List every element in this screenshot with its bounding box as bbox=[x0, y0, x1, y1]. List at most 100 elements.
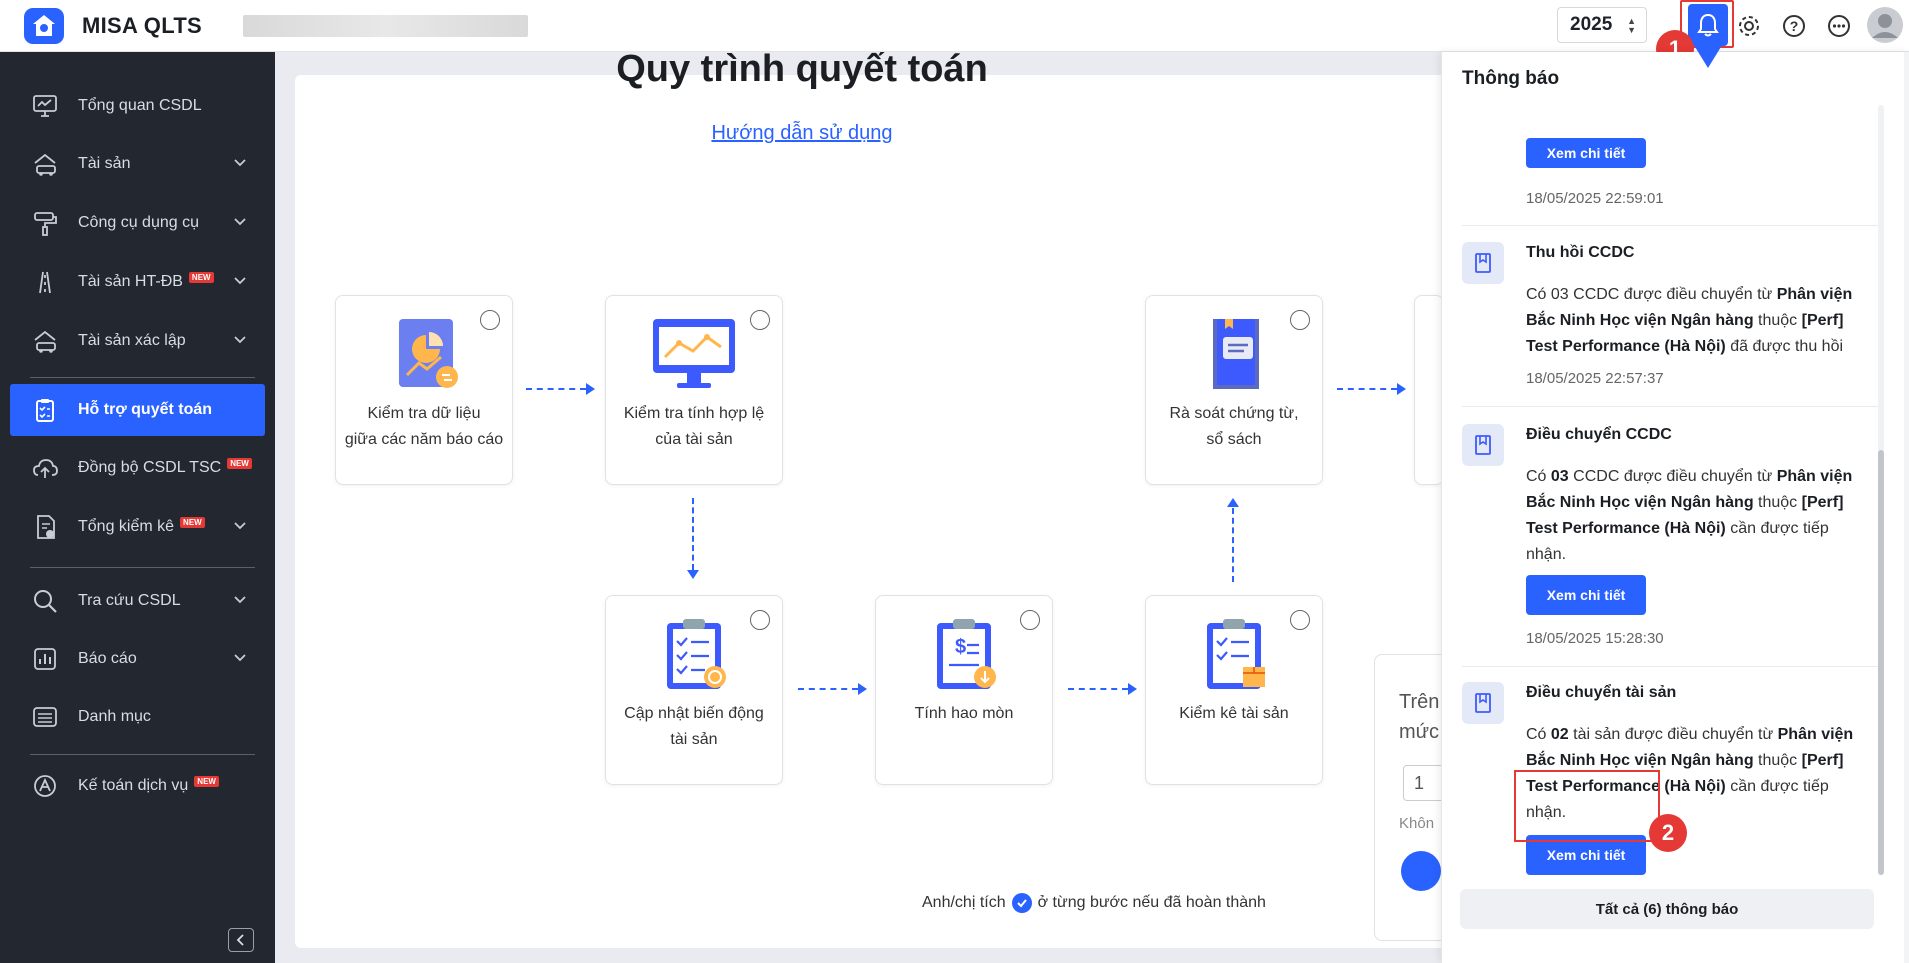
step-illustration-icon bbox=[1207, 619, 1265, 689]
sidebar-item-label: Hỗ trợ quyết toán bbox=[78, 401, 213, 418]
sidebar-item[interactable]: Báo cáo bbox=[10, 633, 265, 685]
new-badge: NEW bbox=[188, 271, 214, 283]
step-marker-2: 2 bbox=[1649, 814, 1687, 852]
step-complete-radio[interactable] bbox=[750, 610, 770, 630]
notification-body-part: 02 bbox=[1550, 726, 1569, 743]
sidebar-item[interactable]: Tài sản HT-ĐB NEW bbox=[10, 256, 265, 308]
notification-heading: Điều chuyển CCDC bbox=[1526, 426, 1672, 443]
step-label-line1: Cập nhật biến động bbox=[624, 705, 764, 722]
notification-time: 18/05/2025 15:28:30 bbox=[1526, 630, 1664, 647]
chevron-down-icon[interactable] bbox=[233, 333, 247, 352]
chevron-down-icon[interactable] bbox=[233, 519, 247, 538]
more-button[interactable] bbox=[1822, 9, 1856, 43]
notification-caret bbox=[1692, 42, 1724, 68]
new-badge: NEW bbox=[227, 457, 252, 469]
year-select[interactable]: 2025 ▲▼ bbox=[1557, 7, 1647, 43]
step-label-line1: Kiểm tra tính hợp lệ bbox=[623, 405, 765, 422]
sidebar-item-label: Tổng quan CSDL bbox=[78, 97, 202, 114]
sidebar-item[interactable]: Công cụ dụng cụ bbox=[10, 197, 265, 249]
sidebar-item[interactable]: Tổng quan CSDL bbox=[10, 80, 265, 132]
step-complete-radio[interactable] bbox=[1020, 610, 1040, 630]
help-icon: ? bbox=[1783, 15, 1805, 37]
step-label-line2: của tài sản bbox=[655, 431, 733, 448]
sidebar-item-label: Báo cáo bbox=[78, 650, 137, 667]
user-guide-link[interactable]: Hướng dẫn sử dụng bbox=[711, 122, 893, 144]
notification-body-part: Phân viện Bắc Ninh Học viện Ngân hàng bbox=[1526, 286, 1853, 329]
flow-arrow bbox=[1232, 508, 1234, 582]
highlight-box-detail bbox=[1514, 770, 1660, 842]
sidebar-item-label: Công cụ dụng cụ bbox=[78, 214, 199, 231]
bookmark-icon bbox=[1462, 424, 1504, 466]
process-step-card[interactable]: Cập nhật biến động tài sản bbox=[605, 595, 783, 785]
arrow-head-icon bbox=[1227, 498, 1239, 507]
process-step-card-partial[interactable] bbox=[1414, 295, 1444, 485]
scroll-thumb[interactable] bbox=[1878, 450, 1884, 875]
process-step-card[interactable]: Kiểm tra tính hợp lệ của tài sản bbox=[605, 295, 783, 485]
step-label: Rà soát chứng từ,sổ sách bbox=[1152, 401, 1316, 453]
hint-before: Anh/chị tích bbox=[922, 894, 1006, 911]
sidebar-divider bbox=[30, 377, 255, 378]
side-card: Trên mức 1 Khôn bbox=[1374, 654, 1454, 941]
chevron-down-icon[interactable] bbox=[233, 215, 247, 234]
view-detail-button[interactable]: Xem chi tiết bbox=[1526, 575, 1646, 615]
arrow-head-icon bbox=[586, 383, 595, 395]
arrow-head-icon bbox=[1128, 683, 1137, 695]
year-spinner-icon[interactable]: ▲▼ bbox=[1627, 16, 1636, 35]
step-complete-radio[interactable] bbox=[1290, 310, 1310, 330]
notification-list[interactable]: Xem chi tiết 18/05/2025 22:59:01 Thu hồi… bbox=[1442, 100, 1882, 925]
bell-icon bbox=[1697, 13, 1719, 37]
help-button[interactable]: ? bbox=[1777, 9, 1811, 43]
step-label: Kiểm kê tài sản bbox=[1152, 701, 1316, 727]
chevron-down-icon[interactable] bbox=[233, 593, 247, 612]
app-logo[interactable] bbox=[24, 8, 64, 44]
top-bar: MISA QLTS 2025 ▲▼ ? bbox=[0, 0, 1909, 52]
step-label-line2: tài sản bbox=[670, 731, 718, 748]
sidebar-item[interactable]: Tài sản bbox=[10, 138, 265, 190]
all-notifications-button[interactable]: Tất cả (6) thông báo bbox=[1460, 889, 1874, 929]
cloud-sync-icon bbox=[30, 453, 60, 483]
step-label-line1: Rà soát chứng từ, bbox=[1169, 405, 1299, 422]
step-complete-radio[interactable] bbox=[750, 310, 770, 330]
step-complete-radio[interactable] bbox=[1290, 610, 1310, 630]
process-step-card[interactable]: $ Tính hao mòn bbox=[875, 595, 1053, 785]
sidebar-item-label: Tài sản HT-ĐB bbox=[78, 273, 183, 290]
chevron-down-icon[interactable] bbox=[233, 651, 247, 670]
notification-body-part: tài sản được điều chuyển từ bbox=[1568, 726, 1778, 743]
flow-arrow bbox=[692, 498, 694, 570]
side-card-line1: Trên bbox=[1399, 691, 1440, 713]
notification-bell-button[interactable] bbox=[1688, 4, 1728, 46]
svg-text:?: ? bbox=[1790, 18, 1799, 34]
settings-button[interactable] bbox=[1732, 9, 1766, 43]
gear-icon bbox=[1739, 16, 1759, 36]
notification-body-part: [Perf] Test Performance (Hà Nội) bbox=[1526, 494, 1844, 537]
notification-body-part: đã được thu hồi bbox=[1725, 338, 1844, 355]
sidebar-item[interactable]: Tài sản xác lập bbox=[10, 315, 265, 367]
notification-time: 18/05/2025 22:57:37 bbox=[1526, 370, 1664, 387]
sidebar-item[interactable]: Danh mục bbox=[10, 691, 265, 743]
step-complete-radio[interactable] bbox=[480, 310, 500, 330]
step-label: Cập nhật biến động tài sản bbox=[612, 701, 776, 753]
sidebar-collapse-button[interactable] bbox=[228, 928, 254, 952]
chevron-down-icon[interactable] bbox=[233, 156, 247, 175]
notification-scrollbar[interactable] bbox=[1878, 105, 1884, 875]
view-detail-button[interactable]: Xem chi tiết bbox=[1526, 138, 1646, 168]
process-step-card[interactable]: Kiểm kê tài sản bbox=[1145, 595, 1323, 785]
bookmark-icon bbox=[1462, 682, 1504, 724]
chevron-down-icon[interactable] bbox=[233, 274, 247, 293]
user-avatar[interactable] bbox=[1865, 5, 1905, 45]
notification-heading: Thu hồi CCDC bbox=[1526, 244, 1635, 261]
notification-body-part: [Perf] Test Performance (Hà Nội) bbox=[1526, 752, 1844, 795]
notification-body-part: CCDC được điều chuyển từ bbox=[1568, 468, 1777, 485]
process-step-card[interactable]: Rà soát chứng từ,sổ sách bbox=[1145, 295, 1323, 485]
notification-body-part: thuộc bbox=[1753, 312, 1802, 329]
side-card-input[interactable]: 1 bbox=[1403, 765, 1453, 801]
sidebar-item[interactable]: Hỗ trợ quyết toán bbox=[10, 384, 265, 436]
step-illustration-icon bbox=[399, 319, 458, 388]
sidebar-item[interactable]: Tra cứu CSDL bbox=[10, 575, 265, 627]
step-illustration-icon: $ bbox=[937, 619, 996, 689]
step-label: Tính hao mòn bbox=[882, 701, 1046, 727]
